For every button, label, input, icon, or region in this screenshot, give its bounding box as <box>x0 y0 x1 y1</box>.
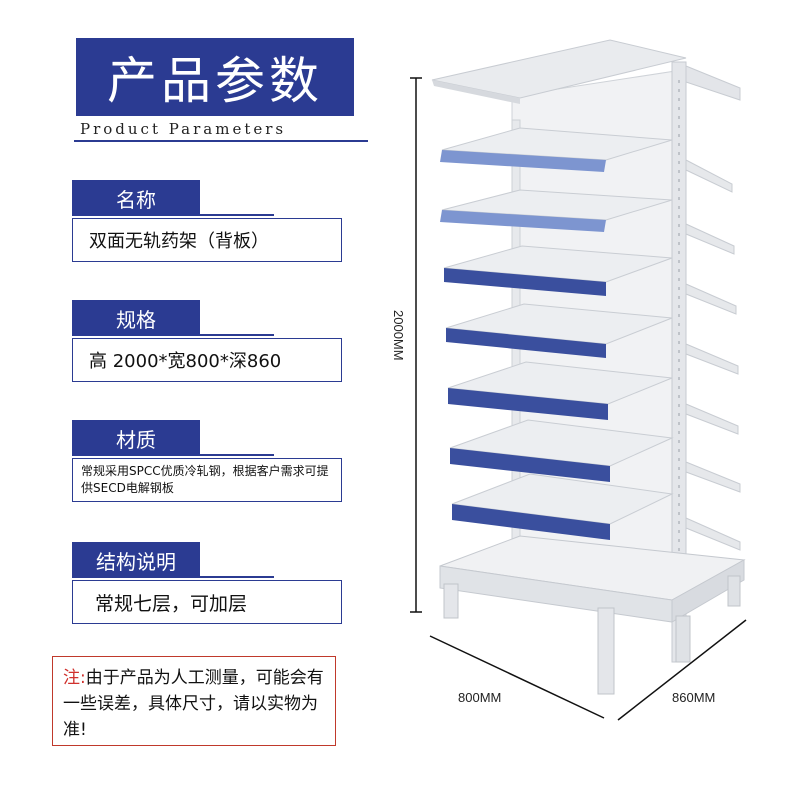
note-box: 注:由于产品为人工测量，可能会有一些误差，具体尺寸，请以实物为准! <box>52 656 336 746</box>
width-dimension-line <box>429 635 605 719</box>
section-name-rule <box>200 214 274 216</box>
title-cn: 产品参数 <box>107 52 323 110</box>
section-structure: 结构说明 常规七层，可加层 <box>72 542 344 626</box>
height-label: 2000MM <box>391 310 406 361</box>
section-name-value: 双面无轨药架（背板） <box>72 218 342 262</box>
title-banner: 产品参数 <box>76 38 354 116</box>
section-spec: 规格 高 2000*宽800*深860 <box>72 300 344 384</box>
section-structure-value: 常规七层，可加层 <box>72 580 342 624</box>
leg <box>675 615 691 663</box>
leg <box>727 575 741 607</box>
leg <box>597 607 615 695</box>
section-material-rule <box>200 454 274 456</box>
depth-dimension-line <box>617 619 747 721</box>
section-structure-rule <box>200 576 274 578</box>
section-spec-rule <box>200 334 274 336</box>
title-en: Product Parameters <box>80 120 287 138</box>
leg <box>443 583 459 619</box>
note-label: 注: <box>63 668 86 688</box>
depth-label: 860MM <box>672 690 716 705</box>
section-spec-label: 规格 <box>72 300 203 336</box>
section-structure-label: 结构说明 <box>72 542 203 578</box>
section-spec-value: 高 2000*宽800*深860 <box>72 338 342 382</box>
section-name-label: 名称 <box>72 180 203 216</box>
section-material: 材质 常规采用SPCC优质冷轧钢，根据客户需求可提供SECD电解钢板 <box>72 420 344 504</box>
width-label: 800MM <box>458 690 502 705</box>
section-name: 名称 双面无轨药架（背板） <box>72 180 344 264</box>
title-underline <box>74 140 368 142</box>
section-material-label: 材质 <box>72 420 203 456</box>
section-material-value: 常规采用SPCC优质冷轧钢，根据客户需求可提供SECD电解钢板 <box>72 458 342 502</box>
shelf-layers <box>440 127 674 540</box>
note-text: 由于产品为人工测量，可能会有一些误差，具体尺寸，请以实物为准! <box>63 668 324 740</box>
